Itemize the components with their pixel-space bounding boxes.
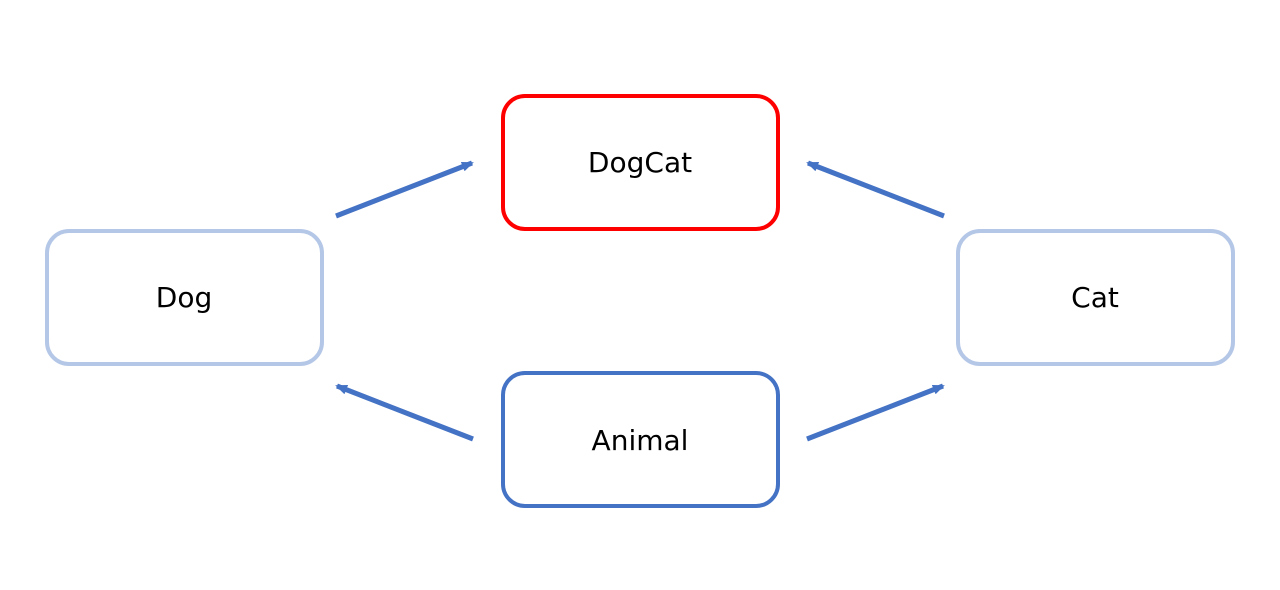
node-cat-box (956, 229, 1235, 366)
arrow-animal-to-dog (335, 383, 474, 442)
node-dog: Dog (45, 229, 324, 366)
node-dogcat-box (501, 94, 780, 231)
node-cat-label: Cat (1071, 281, 1119, 314)
arrow-cat-to-dogcat (806, 160, 945, 219)
node-dog-box (45, 229, 324, 366)
node-dog-label: Dog (156, 281, 212, 314)
node-dogcat: DogCat (501, 94, 780, 231)
node-animal-box (501, 371, 780, 508)
node-cat: Cat (956, 229, 1235, 366)
node-dogcat-label: DogCat (588, 146, 692, 179)
node-animal-label: Animal (592, 424, 689, 457)
arrow-dog-to-dogcat (335, 160, 474, 219)
arrow-animal-to-cat (806, 383, 945, 442)
node-animal: Animal (501, 371, 780, 508)
